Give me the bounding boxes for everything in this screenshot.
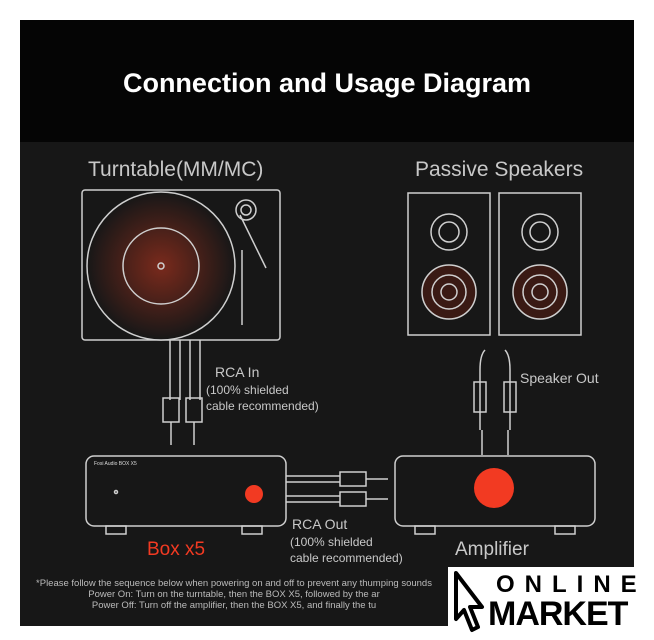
power-instructions: *Please follow the sequence below when p… <box>28 578 440 611</box>
rca-out-note: (100% shielded <box>290 535 373 549</box>
note-line: Power On: Turn on the turntable, then th… <box>88 589 380 600</box>
turntable-label: Turntable(MM/MC) <box>88 158 264 181</box>
speaker-out-label: Speaker Out <box>520 370 599 386</box>
speakers-label: Passive Speakers <box>415 158 584 181</box>
speaker-cable <box>473 349 517 455</box>
rca-out-label: RCA Out <box>292 516 348 532</box>
rca-in-cable <box>162 340 203 445</box>
watermark: ONLINE MARKET <box>448 567 637 635</box>
header: Connection and Usage Diagram <box>20 20 634 142</box>
box-label: Box x5 <box>147 539 206 560</box>
cursor-icon <box>454 571 484 632</box>
diagram: Connection and Usage Diagram Turntable(M… <box>20 20 634 626</box>
page-title: Connection and Usage Diagram <box>122 68 532 98</box>
watermark-text: MARKET <box>488 595 628 633</box>
amplifier-label: Amplifier <box>455 539 529 560</box>
amplifier-illustration <box>394 455 596 535</box>
rca-out-note: cable recommended) <box>290 551 403 565</box>
rca-in-note: cable recommended) <box>206 399 319 413</box>
rca-in-note: (100% shielded <box>206 383 289 397</box>
brand-logo: Fosi Audio BOX X5 <box>94 461 137 467</box>
note-line: Power Off: Turn off the amplifier, then … <box>91 600 377 611</box>
box-x5-illustration <box>85 455 287 535</box>
note-line: *Please follow the sequence below when p… <box>36 578 432 589</box>
rca-out-cable <box>286 471 388 507</box>
speakers-illustration <box>407 192 582 336</box>
watermark-text: ONLINE <box>496 571 647 598</box>
rca-in-label: RCA In <box>215 364 260 380</box>
diagram-graphics <box>81 189 596 535</box>
turntable-illustration <box>81 189 281 341</box>
